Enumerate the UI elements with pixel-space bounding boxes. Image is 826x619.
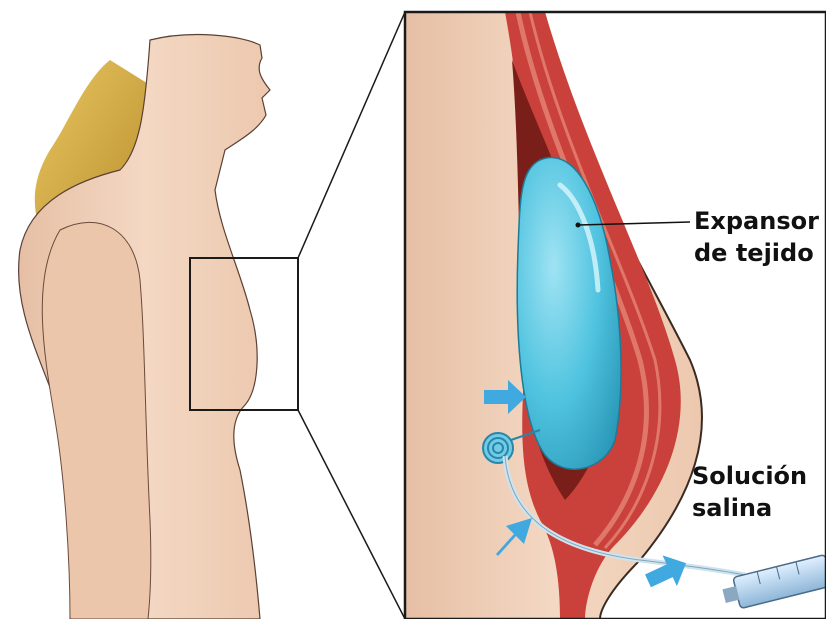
tissue-expander-label: Expansor de tejido bbox=[694, 205, 819, 269]
zoom-line-bottom bbox=[298, 410, 405, 619]
cross-section-panel bbox=[405, 12, 826, 619]
saline-label-line2: salina bbox=[692, 492, 807, 524]
zoom-line-top bbox=[298, 12, 405, 258]
expander-label-line1: Expansor bbox=[694, 205, 819, 237]
expander-label-line2: de tejido bbox=[694, 237, 819, 269]
saline-label-line1: Solución bbox=[692, 460, 807, 492]
body-side-view bbox=[19, 35, 298, 619]
saline-solution-label: Solución salina bbox=[692, 460, 807, 524]
